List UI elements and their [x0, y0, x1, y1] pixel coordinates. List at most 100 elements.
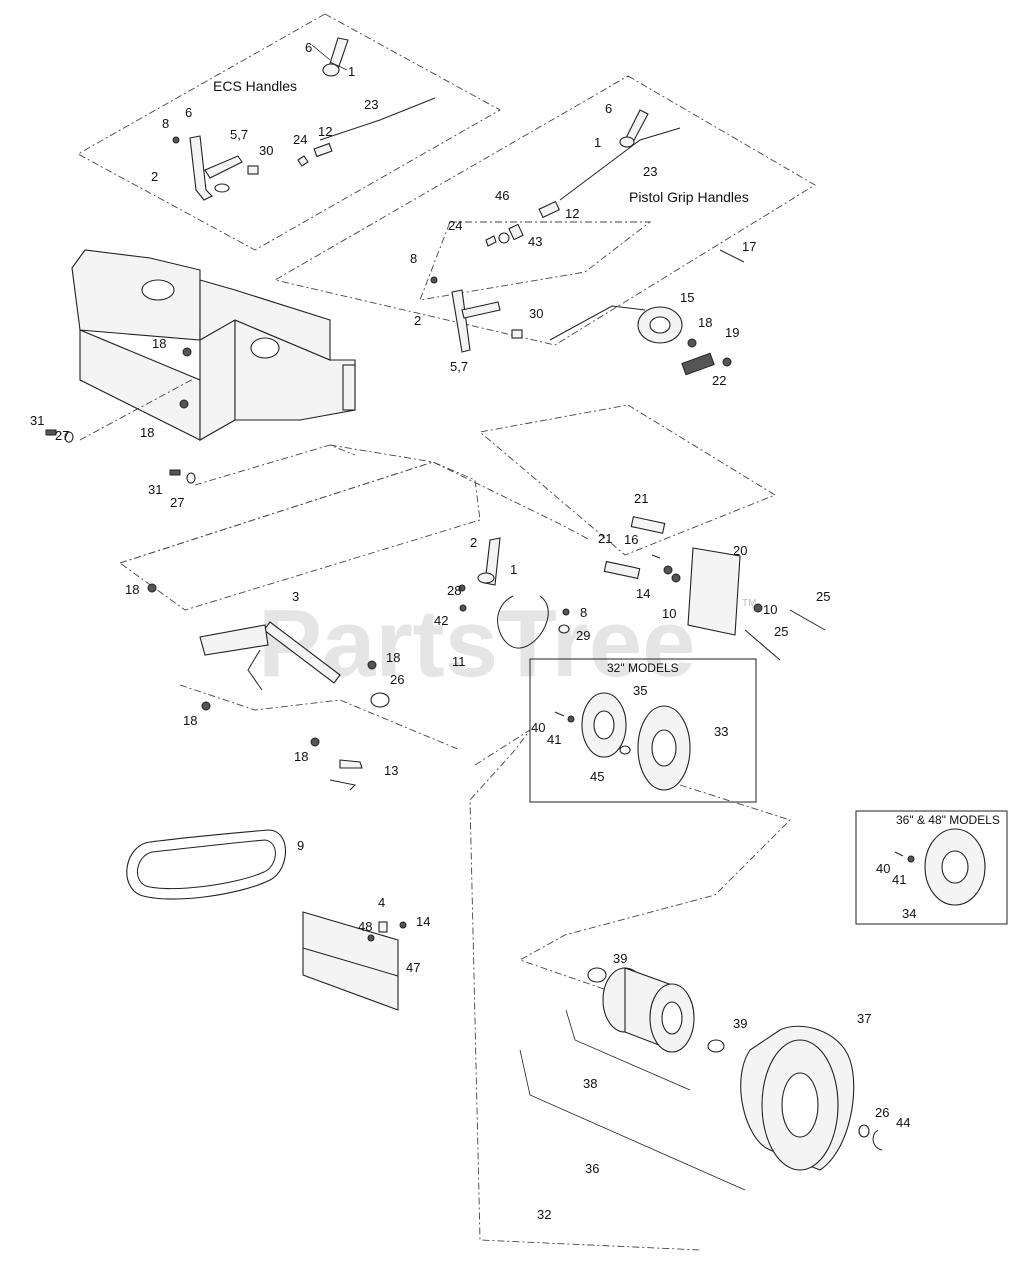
callout: 31 [30, 413, 44, 428]
frame-dash [79, 377, 196, 441]
bushing-21 [630, 516, 666, 534]
callout: 40 [531, 720, 545, 735]
guard-crease [302, 947, 399, 977]
bolt-16 [651, 554, 661, 559]
callout: 8 [162, 116, 169, 131]
bearing-39 [587, 967, 607, 983]
callout: 9 [297, 838, 304, 853]
callout: 6 [185, 105, 192, 120]
ecs-handles-group: ECS Handles 6 1 23 6 8 5,7 24 12 30 2 [77, 13, 501, 251]
ecs-bushing [214, 183, 230, 193]
callout: 26 [390, 672, 404, 687]
models-36-48-title: 36" & 48" MODELS [896, 813, 1000, 827]
ecs-ferrule [313, 142, 333, 158]
callout: 10 [662, 606, 676, 621]
callout: 8 [580, 605, 587, 620]
pg-bolt [719, 249, 745, 263]
pg-nut [430, 276, 438, 284]
route-dash [469, 729, 701, 1251]
tire-37-bore [781, 1072, 819, 1138]
pulley-33-hub [651, 729, 677, 767]
leader-36 [519, 1049, 746, 1191]
models-32-frame [529, 658, 757, 803]
callout: 31 [148, 482, 162, 497]
callout: 17 [742, 239, 756, 254]
clip-44 [872, 1129, 883, 1151]
bolt-40 [554, 711, 565, 717]
pistol-grip-group: Pistol Grip Handles 6 1 23 46 12 24 43 1… [273, 75, 816, 388]
ecs-bracket [189, 135, 213, 201]
shaft-3 [263, 621, 341, 684]
watermark: PartsTree [258, 590, 696, 697]
bolt-25 [789, 609, 826, 631]
callout: 44 [896, 1115, 910, 1130]
callout: 1 [594, 135, 601, 150]
callout: 41 [547, 732, 561, 747]
models-36-48-frame [855, 810, 1008, 925]
washer-27 [64, 431, 74, 443]
frame-hole [141, 279, 175, 301]
leader [311, 44, 331, 61]
ecs-dashed-outline [77, 13, 501, 251]
pg-rod [559, 127, 681, 201]
callout: 30 [259, 143, 273, 158]
callout: 13 [384, 763, 398, 778]
linkage-dash [119, 461, 481, 611]
frame-dash [194, 444, 356, 486]
callout: 6 [305, 40, 312, 55]
ecs-clip [297, 155, 309, 167]
bolt-25 [744, 629, 781, 661]
callout: 18 [386, 650, 400, 665]
pg-tension-spring [681, 352, 715, 376]
spacer-45 [619, 745, 631, 755]
ecs-spacer [247, 165, 259, 175]
models-32-title: 32" MODELS [607, 661, 679, 675]
washer-26 [370, 692, 390, 708]
pg-spring [508, 223, 524, 241]
ecs-handles-title: ECS Handles [213, 78, 297, 94]
callout: 36 [585, 1161, 599, 1176]
callout: 2 [470, 535, 477, 550]
pistol-grip-dashed-outline [273, 75, 816, 346]
ecs-bracket-arm [204, 155, 243, 179]
belt-9-inner [137, 839, 276, 890]
callout: 10 [763, 602, 777, 617]
callout: 14 [416, 914, 430, 929]
clip-4 [378, 921, 388, 933]
hub-35-bore [593, 710, 615, 740]
callout: 21 [598, 531, 612, 546]
callout: 28 [447, 583, 461, 598]
callout: 25 [774, 624, 788, 639]
callout: 12 [318, 124, 332, 139]
pg-bracket [451, 289, 471, 353]
pg-washer [498, 232, 510, 244]
washer-26 [858, 1124, 870, 1138]
belt-group: 9 [126, 829, 304, 900]
frame-nut [179, 399, 189, 409]
callout: 39 [613, 951, 627, 966]
callout: 24 [293, 132, 307, 147]
nut-18 [147, 583, 157, 593]
nut-18 [310, 737, 320, 747]
nut-14 [663, 565, 673, 575]
route-dash [329, 444, 591, 541]
frame-bracket [342, 364, 356, 411]
callout: 32 [537, 1207, 551, 1222]
pg-spacer [511, 329, 523, 339]
pg-pulley-nut [687, 338, 697, 348]
callout: 47 [406, 960, 420, 975]
callout: 21 [634, 491, 648, 506]
linkage-dash [179, 684, 461, 751]
ecs-nut [172, 136, 180, 144]
callout: 48 [358, 919, 372, 934]
frame-top [71, 249, 201, 341]
callout: 18 [152, 336, 166, 351]
callout: 23 [364, 97, 378, 112]
callout: 30 [529, 306, 543, 321]
callout: 18 [183, 713, 197, 728]
nut-10 [753, 603, 763, 613]
callout: 25 [816, 589, 830, 604]
nut-10 [671, 573, 681, 583]
pulley-34-hub [941, 850, 969, 884]
bolt-31 [169, 469, 181, 476]
